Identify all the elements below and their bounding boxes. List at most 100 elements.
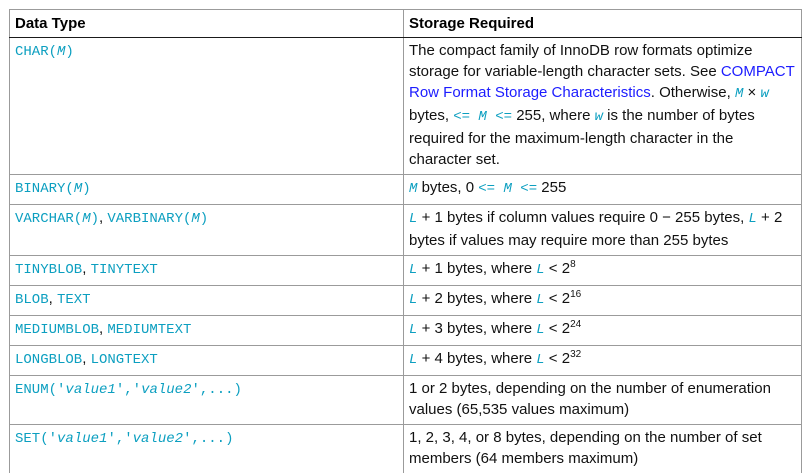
text-segment: <= <box>478 181 504 197</box>
text-segment: M <box>57 44 66 60</box>
text-segment: M <box>409 181 418 197</box>
text-segment: , <box>48 290 57 307</box>
column-header-storage-required: Storage Required <box>403 9 802 38</box>
text-segment: w <box>594 109 603 125</box>
storage-required-cell: L + 1 bytes, where L < 28 <box>403 255 802 286</box>
text-segment: L <box>409 352 418 368</box>
superscript: 32 <box>570 349 582 360</box>
text-segment: is the number of bytes required for the … <box>409 107 759 168</box>
superscript: 24 <box>570 319 582 330</box>
text-segment: , <box>99 320 108 337</box>
text-segment: ',...) <box>191 382 242 398</box>
table-row: SET('value1','value2',...) 1, 2, 3, 4, o… <box>9 424 802 473</box>
text-segment: ) <box>90 211 100 227</box>
table-row: BINARY(M) M bytes, 0 <= M <= 255 <box>9 174 802 205</box>
table-row: TINYBLOB, TINYTEXT L + 1 bytes, where L … <box>9 255 802 286</box>
text-segment: value1 <box>57 431 108 447</box>
header-row: Data Type Storage Required <box>9 9 802 38</box>
text-segment: M <box>734 86 744 102</box>
text-segment: <= <box>453 109 479 125</box>
table-row: MEDIUMBLOB, MEDIUMTEXT L + 3 bytes, wher… <box>9 315 802 346</box>
text-segment: , <box>82 350 91 367</box>
data-type-cell: SET('value1','value2',...) <box>9 424 404 473</box>
text-segment: L <box>536 352 545 368</box>
storage-required-cell: The compact family of InnoDB row formats… <box>403 37 802 175</box>
column-header-data-type: Data Type <box>9 9 404 38</box>
data-type-cell: MEDIUMBLOB, MEDIUMTEXT <box>9 315 404 346</box>
text-segment: L <box>409 322 418 338</box>
text-segment: value1 <box>65 382 116 398</box>
text-segment: ',' <box>107 431 133 447</box>
doc-link[interactable]: COMPACT Row Format Storage Characteristi… <box>409 63 799 101</box>
text-segment: ) <box>82 181 91 197</box>
text-segment: SET(' <box>15 431 58 447</box>
text-segment: + 3 bytes, where <box>417 320 537 337</box>
text-segment: ',' <box>115 382 142 398</box>
text-segment: + 4 bytes, where <box>417 350 537 367</box>
data-type-cell: VARCHAR(M), VARBINARY(M) <box>9 204 404 256</box>
storage-required-cell: 1, 2, 3, 4, or 8 bytes, depending on the… <box>403 424 802 473</box>
text-segment: 255 <box>537 179 567 196</box>
text-segment: CHAR( <box>15 44 58 60</box>
text-segment: 255, where <box>512 107 595 124</box>
text-segment: + 2 bytes if values may require more tha… <box>409 209 787 249</box>
text-segment: ENUM(' <box>15 382 66 398</box>
table-row: VARCHAR(M), VARBINARY(M) L + 1 bytes if … <box>9 204 802 256</box>
storage-required-cell: L + 4 bytes, where L < 232 <box>403 345 802 376</box>
text-segment: L <box>536 322 545 338</box>
text-segment: < 2 <box>544 260 571 277</box>
data-type-cell: LONGBLOB, LONGTEXT <box>9 345 404 376</box>
text-segment: ) <box>65 44 74 60</box>
text-segment: <= <box>511 181 538 197</box>
table-row: CHAR(M) The compact family of InnoDB row… <box>9 37 802 175</box>
text-segment: bytes, 0 <box>417 179 479 196</box>
text-segment: LONGBLOB <box>15 352 83 368</box>
text-segment: + 1 bytes, where <box>417 260 537 277</box>
table-row: LONGBLOB, LONGTEXT L + 4 bytes, where L … <box>9 345 802 376</box>
text-segment: MEDIUMBLOB <box>15 322 100 338</box>
data-type-cell: ENUM('value1','value2',...) <box>9 375 404 425</box>
text-segment: + 1 bytes if column values require 0 − 2… <box>417 209 749 226</box>
text-segment: 1 or 2 bytes, depending on the number of… <box>409 380 776 418</box>
text-segment: M <box>478 109 487 125</box>
storage-required-cell: L + 1 bytes if column values require 0 −… <box>403 204 802 256</box>
text-segment: L <box>748 211 757 227</box>
superscript: 16 <box>570 289 582 300</box>
text-segment: M <box>191 211 200 227</box>
text-segment: L <box>536 292 545 308</box>
text-segment: TINYBLOB <box>15 262 83 278</box>
data-type-cell: BINARY(M) <box>9 174 404 205</box>
text-segment: , <box>82 260 91 277</box>
text-segment: ',...) <box>183 431 234 447</box>
storage-required-cell: L + 2 bytes, where L < 216 <box>403 285 802 316</box>
data-type-cell: BLOB, TEXT <box>9 285 404 316</box>
text-segment: bytes, <box>409 84 774 124</box>
storage-required-cell: 1 or 2 bytes, depending on the number of… <box>403 375 802 425</box>
text-segment: , <box>99 209 108 226</box>
text-segment: M <box>503 181 512 197</box>
text-segment: M <box>82 211 91 227</box>
text-segment: value2 <box>132 431 184 447</box>
table-row: ENUM('value1','value2',...) 1 or 2 bytes… <box>9 375 802 425</box>
superscript: 8 <box>570 259 576 270</box>
text-segment: <= <box>486 109 513 125</box>
text-segment: 1, 2, 3, 4, or 8 bytes, depending on the… <box>409 429 766 467</box>
text-segment: VARBINARY( <box>107 211 192 227</box>
text-segment: BLOB <box>15 292 49 308</box>
text-segment: < 2 <box>544 350 571 367</box>
text-segment: TEXT <box>56 292 91 308</box>
text-segment: M <box>73 181 83 197</box>
text-segment: The compact family of InnoDB row formats… <box>409 42 757 80</box>
text-segment: L <box>409 262 418 278</box>
table-row: BLOB, TEXT L + 2 bytes, where L < 216 <box>9 285 802 316</box>
text-segment: < 2 <box>544 320 571 337</box>
table-body: CHAR(M) The compact family of InnoDB row… <box>9 37 802 473</box>
storage-requirements-table: Data Type Storage Required CHAR(M) The c… <box>9 9 802 473</box>
text-segment: × <box>743 84 761 101</box>
text-segment: L <box>536 262 545 278</box>
text-segment: . Otherwise, <box>650 84 735 101</box>
storage-required-cell: M bytes, 0 <= M <= 255 <box>403 174 802 205</box>
text-segment: ) <box>199 211 209 227</box>
data-type-cell: TINYBLOB, TINYTEXT <box>9 255 404 286</box>
